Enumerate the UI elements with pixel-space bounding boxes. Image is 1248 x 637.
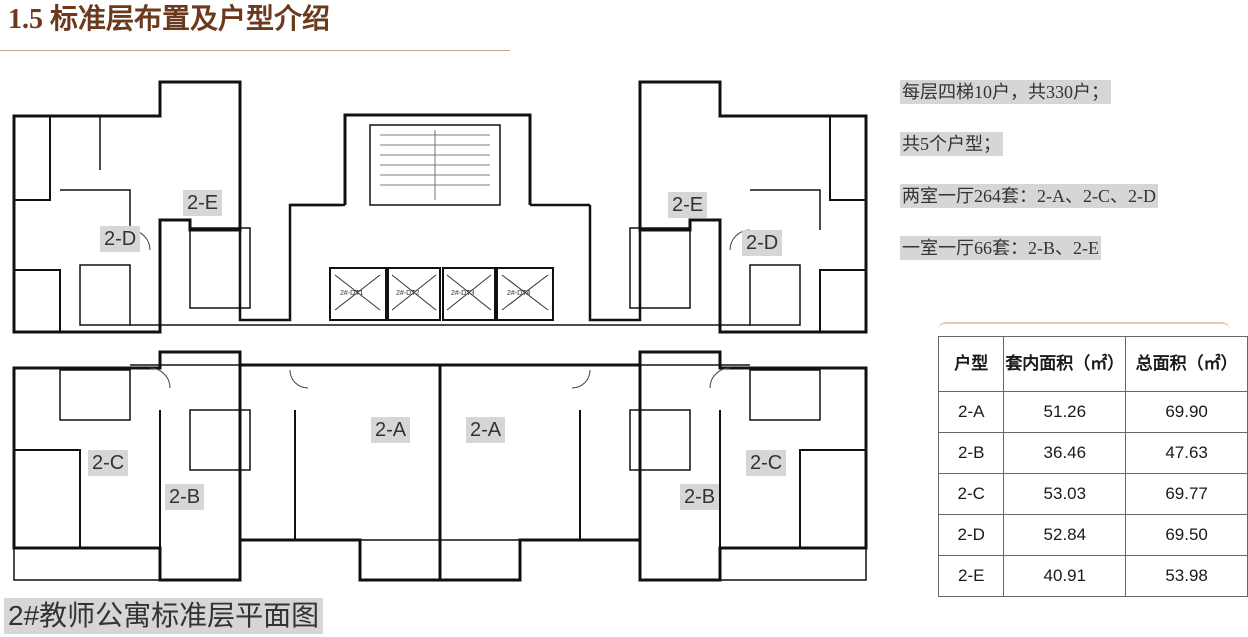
floor-plan: 2#-DT1 2#-DT2 2#-DT3 2#-DT4 2-D 2-E 2-C … xyxy=(0,70,880,590)
cell-inner-area: 40.91 xyxy=(1003,555,1127,597)
elevator-label-4: 2#-DT4 xyxy=(507,290,531,297)
table-top-accent xyxy=(938,322,1230,338)
table-header-row: 户型 套内面积（㎡） 总面积（㎡） xyxy=(937,336,1248,392)
unit-label-2e-right: 2-E xyxy=(668,192,708,218)
floor-plan-drawing xyxy=(12,80,868,582)
info-line-3: 两室一厅264套：2-A、2-C、2-D xyxy=(900,184,1158,208)
elevator-label-3: 2#-DT3 xyxy=(451,290,475,297)
unit-label-2c-right: 2-C xyxy=(746,450,787,476)
unit-label-2a-left: 2-A xyxy=(371,417,411,443)
cell-total-area: 47.63 xyxy=(1125,432,1248,474)
area-table: 户型 套内面积（㎡） 总面积（㎡） 2-A 51.26 69.90 2-B 36… xyxy=(937,336,1248,597)
title-divider xyxy=(0,50,510,51)
info-panel: 每层四梯10户，共330户； 共5个户型； 两室一厅264套：2-A、2-C、2… xyxy=(900,80,1240,288)
table-row: 2-B 36.46 47.63 xyxy=(937,432,1248,474)
unit-label-2b-left: 2-B xyxy=(165,484,205,510)
unit-label-2e-left: 2-E xyxy=(183,190,223,216)
cell-unit: 2-A xyxy=(937,391,1005,433)
header-total-area: 总面积（㎡） xyxy=(1125,336,1248,392)
cell-inner-area: 36.46 xyxy=(1003,432,1127,474)
cell-inner-area: 53.03 xyxy=(1003,473,1127,515)
unit-label-2b-right: 2-B xyxy=(680,484,720,510)
unit-label-2d-left: 2-D xyxy=(100,226,141,252)
cell-unit: 2-D xyxy=(937,514,1005,556)
cell-unit: 2-C xyxy=(937,473,1005,515)
cell-inner-area: 52.84 xyxy=(1003,514,1127,556)
cell-total-area: 69.50 xyxy=(1125,514,1248,556)
header-inner-area: 套内面积（㎡） xyxy=(1003,336,1127,392)
cell-unit: 2-B xyxy=(937,432,1005,474)
unit-label-2d-right: 2-D xyxy=(742,230,783,256)
page-title: 1.5 标准层布置及户型介绍 xyxy=(8,4,331,35)
info-line-4: 一室一厅66套：2-B、2-E xyxy=(900,236,1101,260)
plan-caption: 2#教师公寓标准层平面图 xyxy=(4,598,324,634)
table-row: 2-D 52.84 69.50 xyxy=(937,514,1248,556)
cell-total-area: 53.98 xyxy=(1125,555,1248,597)
info-line-2: 共5个户型； xyxy=(900,132,1003,156)
cell-total-area: 69.90 xyxy=(1125,391,1248,433)
unit-label-2a-right: 2-A xyxy=(466,417,506,443)
unit-label-2c-left: 2-C xyxy=(88,450,129,476)
cell-unit: 2-E xyxy=(937,555,1005,597)
table-row: 2-E 40.91 53.98 xyxy=(937,555,1248,597)
table-row: 2-C 53.03 69.77 xyxy=(937,473,1248,515)
cell-inner-area: 51.26 xyxy=(1003,391,1127,433)
elevator-label-2: 2#-DT2 xyxy=(396,290,420,297)
header-unit-type: 户型 xyxy=(937,336,1005,392)
table-row: 2-A 51.26 69.90 xyxy=(937,391,1248,433)
cell-total-area: 69.77 xyxy=(1125,473,1248,515)
info-line-1: 每层四梯10户，共330户； xyxy=(900,80,1111,104)
elevator-label-1: 2#-DT1 xyxy=(340,290,364,297)
